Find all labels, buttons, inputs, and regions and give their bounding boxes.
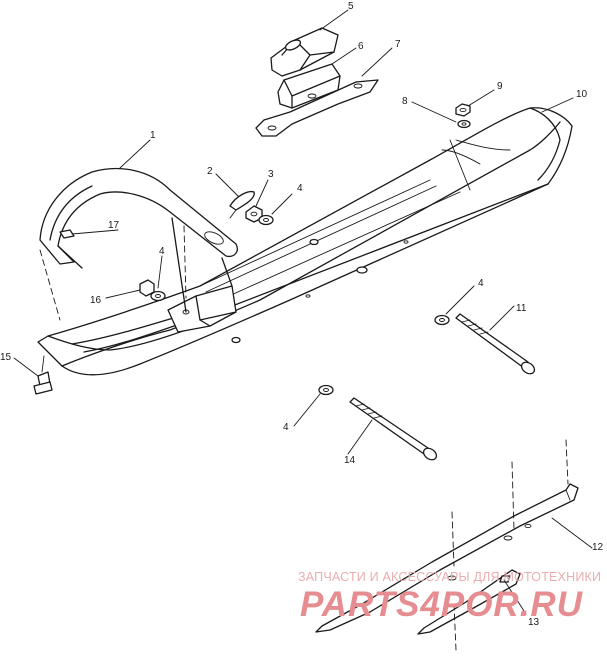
watermark-logo: PARTS4POR.RU — [300, 585, 583, 624]
callout-9: 9 — [497, 81, 503, 92]
part-12-wear-bar — [315, 483, 579, 633]
callout-6: 6 — [358, 41, 364, 52]
callout-2: 2 — [207, 166, 213, 177]
part-8-washer — [457, 119, 471, 129]
part-14-bolt — [318, 384, 438, 461]
callout-10: 10 — [576, 89, 588, 100]
part-7-plate — [255, 79, 379, 137]
callout-3: 3 — [268, 169, 274, 180]
callout-15: 15 — [0, 352, 12, 363]
leader-lines — [13, 9, 593, 651]
callout-16: 16 — [90, 295, 102, 306]
callout-14: 14 — [344, 455, 356, 466]
callout-17: 17 — [108, 220, 120, 231]
callout-4-lower: 4 — [283, 422, 289, 433]
part-4-washer-left — [150, 290, 166, 302]
part-11-bolt — [434, 313, 536, 375]
part-2-cotter-pin — [229, 190, 255, 219]
part-10-ski-body — [37, 107, 573, 376]
part-1-handle — [39, 167, 238, 313]
callout-11: 11 — [516, 303, 527, 314]
callout-4-right: 4 — [478, 278, 484, 289]
callout-8: 8 — [402, 96, 408, 107]
callout-5: 5 — [348, 1, 354, 12]
part-6-saddle — [277, 63, 341, 109]
callout-7: 7 — [395, 39, 401, 50]
part-15-bolt — [33, 355, 53, 395]
part-17-bolt — [59, 229, 75, 239]
part-13-carbide — [417, 569, 521, 635]
callout-labels: 1 2 3 4 4 4 4 5 6 7 8 9 10 11 12 13 14 1… — [0, 1, 604, 628]
part-9-nut — [455, 103, 471, 117]
callout-12: 12 — [592, 542, 604, 553]
part-4-washer-upper — [258, 214, 274, 226]
watermark-tagline: ЗАПЧАСТИ И АКСЕССУАРЫ ДЛЯ МОТОТЕХНИКИ — [298, 570, 601, 584]
part-5-bumper — [270, 27, 339, 77]
callout-13: 13 — [528, 617, 540, 628]
callout-1: 1 — [150, 130, 156, 141]
callout-4-left: 4 — [159, 246, 165, 257]
watermark: ЗАПЧАСТИ И АКСЕССУАРЫ ДЛЯ МОТОТЕХНИКИ PA… — [298, 570, 601, 624]
callout-4-upper: 4 — [297, 183, 303, 194]
